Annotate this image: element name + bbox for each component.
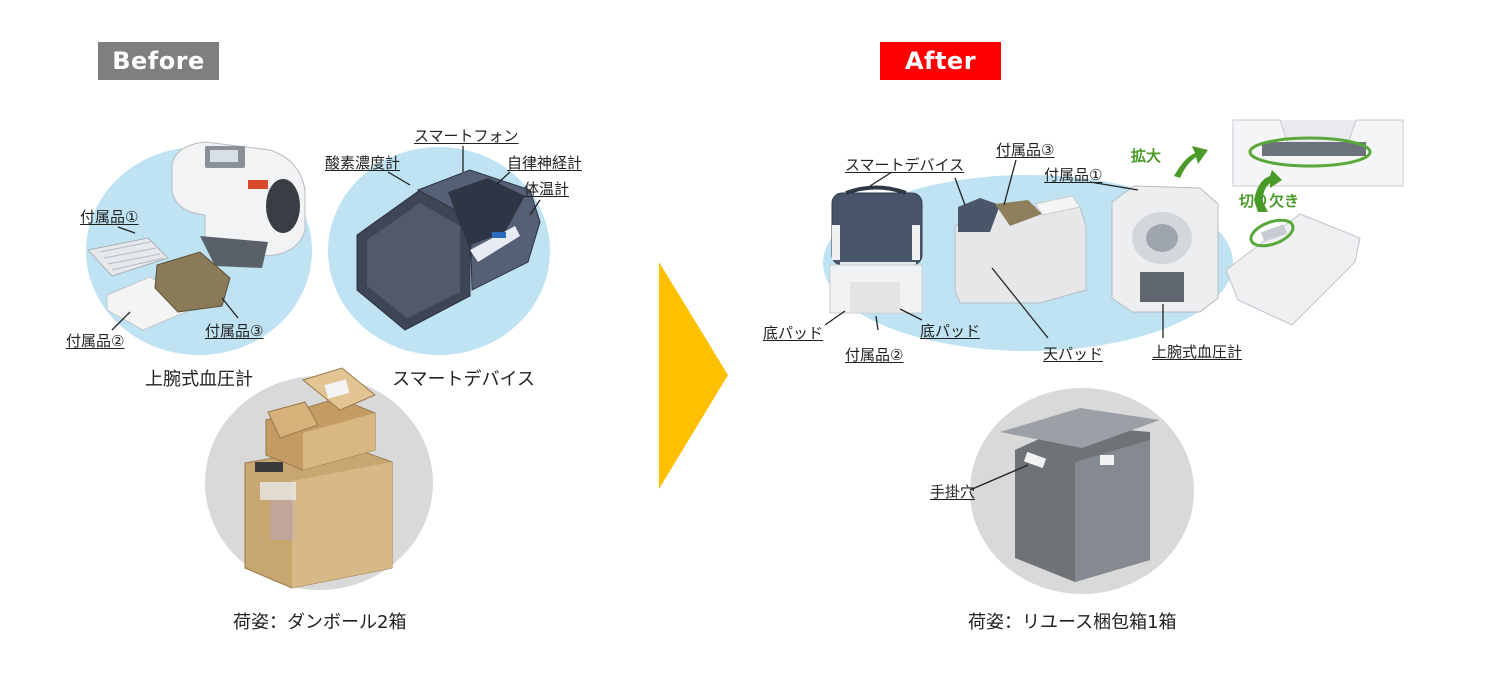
label-smartphone: スマートフォン [414, 127, 519, 145]
label-zoom: 拡大 [1131, 147, 1162, 165]
label-accessory-3: 付属品③ [205, 322, 264, 340]
label-accessory-1: 付属品① [80, 208, 139, 226]
label-after-accessory-3: 付属品③ [996, 141, 1055, 159]
caption-smart-device: スマートデバイス [392, 369, 535, 390]
label-oxygen-meter: 酸素濃度計 [325, 154, 401, 172]
label-bottom-pad-left: 底パッド [763, 324, 824, 342]
caption-bp-monitor: 上腕式血圧計 [145, 369, 253, 390]
zoom-green-arrow [1174, 146, 1208, 178]
label-after-accessory-1: 付属品① [1044, 166, 1103, 184]
label-top-pad: 天パッド [1043, 345, 1104, 363]
after-badge: After [880, 42, 1001, 80]
transition-arrow [659, 262, 728, 489]
notch-detail-photo [1225, 213, 1361, 326]
label-accessory-2: 付属品② [66, 332, 125, 350]
label-bottom-pad-right: 底パッド [920, 322, 981, 340]
label-notch: 切り欠き [1239, 192, 1300, 210]
label-autonomic-meter: 自律神経計 [507, 154, 583, 172]
smart-device-case-photo [356, 169, 541, 331]
label-after-accessory-2: 付属品② [845, 346, 904, 364]
caption-before-packaging: 荷姿：ダンボール2箱 [233, 612, 407, 633]
accessory-1-photo [87, 237, 169, 277]
before-pointer-lines [111, 146, 541, 331]
reuse-box-photo [1000, 408, 1160, 582]
label-after-smart-device: スマートデバイス [845, 156, 965, 174]
label-thermometer: 体温計 [524, 180, 570, 198]
zoom-detail-photo [1232, 119, 1404, 187]
label-hand-hole: 手掛穴 [930, 483, 976, 501]
bp-monitor-photo [171, 141, 306, 268]
packed-top-pad-photo [954, 195, 1087, 304]
before-badge: Before [98, 42, 219, 80]
packed-smart-device-photo [829, 185, 923, 314]
after-pointer-lines [824, 159, 1164, 491]
accessory-3-photo [154, 251, 231, 313]
notch-green-arrow [1254, 170, 1282, 212]
cardboard-boxes-photo [244, 367, 393, 589]
packed-bp-monitor-photo [1111, 185, 1219, 313]
caption-after-packaging: 荷姿：リユース梱包箱1箱 [968, 612, 1177, 633]
label-after-bp-monitor: 上腕式血圧計 [1152, 343, 1243, 361]
